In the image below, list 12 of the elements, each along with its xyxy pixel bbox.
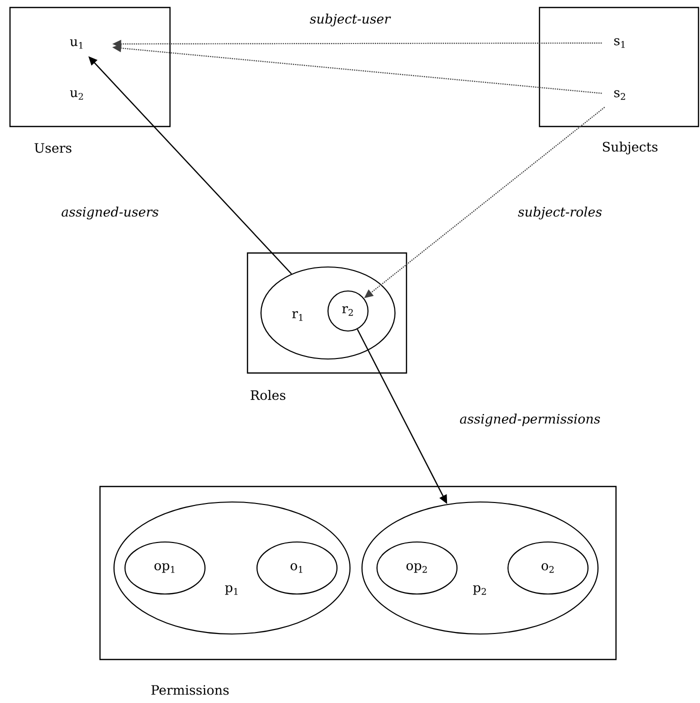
element-label: s$_{2}$ [614, 90, 626, 100]
element-label: s$_{1}$ [614, 38, 625, 48]
element-label: u$_{2}$ [70, 90, 83, 100]
node-label: Roles [250, 390, 286, 400]
node-label: Permissions [151, 685, 229, 695]
edge-label: assigned-users [62, 206, 158, 220]
element-label: u$_{1}$ [70, 39, 83, 49]
node-label: Users [34, 143, 72, 153]
node-label: Subjects [602, 142, 658, 154]
edge-label: subject-user [310, 14, 391, 26]
edge-label: subject-roles [518, 206, 602, 220]
edge-label: assigned-permissions [460, 414, 600, 426]
